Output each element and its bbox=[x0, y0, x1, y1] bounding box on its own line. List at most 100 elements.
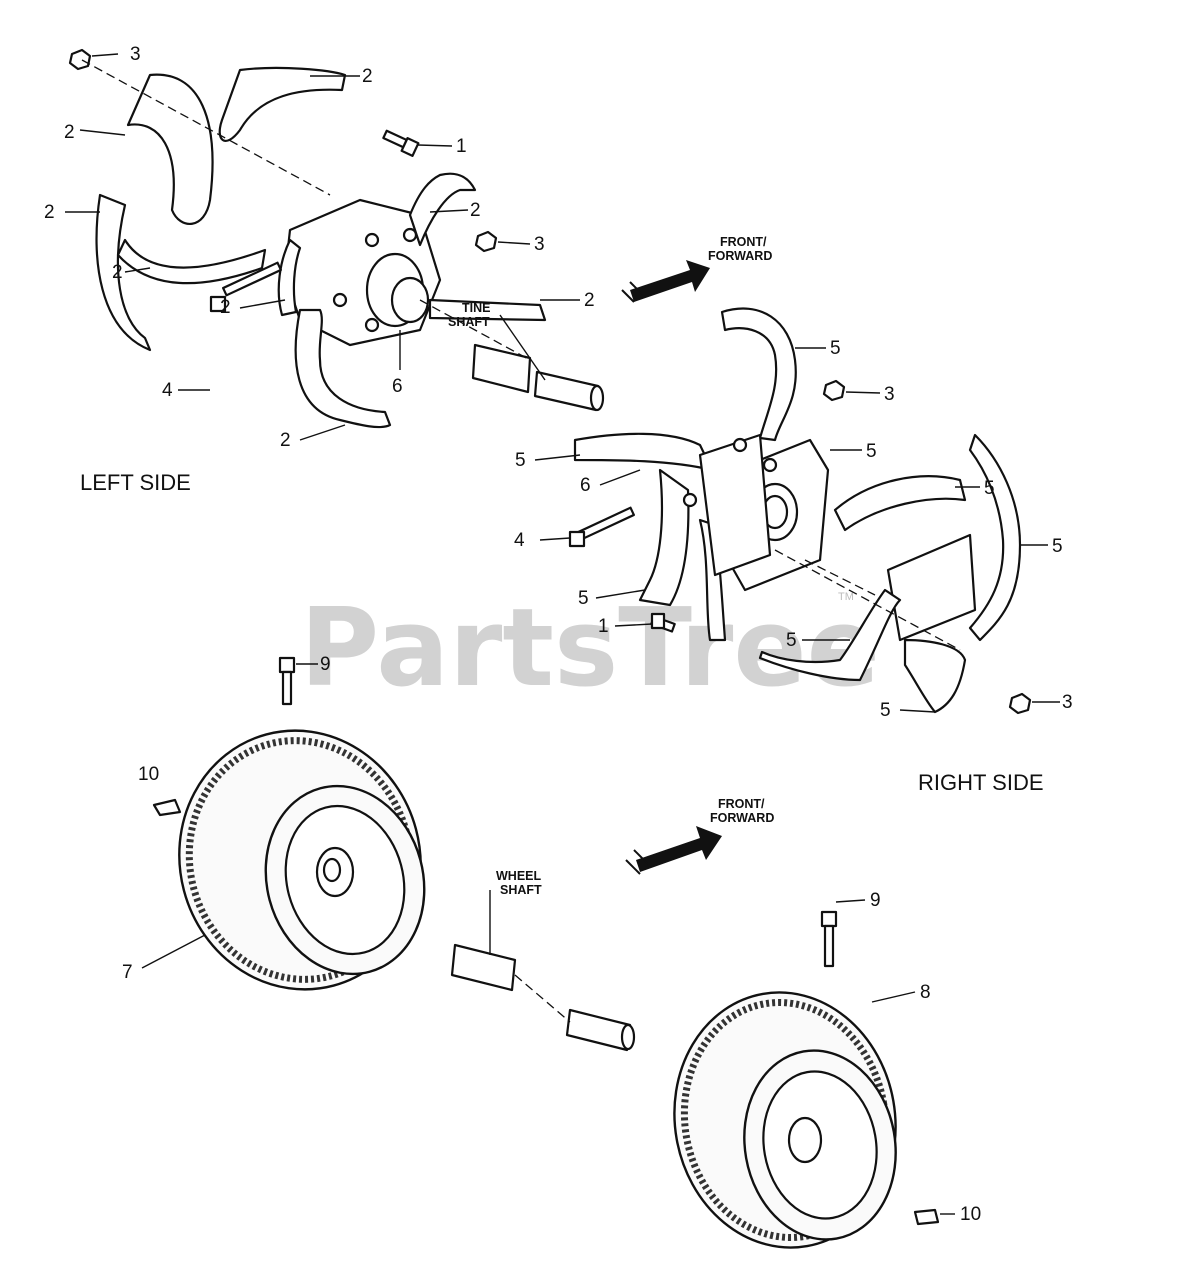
callout-1: 1 bbox=[456, 136, 467, 157]
callout-5: 5 bbox=[1052, 536, 1063, 557]
callout-5: 5 bbox=[866, 441, 877, 462]
callout-9: 9 bbox=[320, 654, 331, 675]
hub-bolt-hole bbox=[364, 232, 380, 248]
tine-shaft-label-1: TINE bbox=[462, 301, 490, 315]
callout-2: 2 bbox=[280, 430, 291, 451]
callout-8: 8 bbox=[920, 982, 931, 1003]
tine-2-inner-left bbox=[277, 238, 302, 317]
tine-5-left bbox=[573, 432, 714, 472]
wheel-shaft-label-2: SHAFT bbox=[500, 883, 542, 897]
callout-4: 4 bbox=[162, 380, 173, 401]
callout-10: 10 bbox=[960, 1204, 981, 1225]
callout-5: 5 bbox=[786, 630, 797, 651]
right-wheel-hub bbox=[787, 1116, 823, 1164]
arrow-hatch bbox=[633, 849, 649, 865]
tine-2-upper-left bbox=[126, 73, 214, 226]
arrow-icon bbox=[636, 826, 722, 872]
hub-bolt-hole bbox=[762, 457, 778, 473]
nut-3-top-left bbox=[68, 48, 92, 71]
callout-3: 3 bbox=[884, 384, 895, 405]
alignment-line bbox=[81, 59, 331, 196]
front-forward-arrow-upper bbox=[621, 260, 710, 303]
bolt-4-right bbox=[568, 506, 635, 548]
tine-shaft bbox=[471, 343, 605, 412]
callouts: 3 2 2 1 2 2 3 2 2 2 4 6 2 5 3 5 5 6 5 5 … bbox=[44, 44, 1073, 1225]
alignment-line bbox=[514, 974, 571, 1023]
left-side-label: LEFT SIDE bbox=[80, 470, 191, 495]
callout-2: 2 bbox=[64, 122, 75, 143]
alignment-line bbox=[419, 299, 531, 361]
left-tine-assembly bbox=[68, 48, 605, 429]
callout-5: 5 bbox=[578, 588, 589, 609]
wheel-shaft-label-1: WHEEL bbox=[496, 869, 542, 883]
bolt-1-right bbox=[650, 612, 676, 633]
nut-3-left-hub bbox=[474, 230, 498, 253]
left-hub-bore bbox=[390, 276, 430, 324]
front-forward-label-lower-2: FORWARD bbox=[710, 811, 774, 825]
tine-2-inner-top bbox=[408, 172, 477, 247]
callout-5: 5 bbox=[830, 338, 841, 359]
tine-5-plate bbox=[886, 533, 977, 642]
right-tine-assembly bbox=[568, 307, 1032, 715]
callout-10: 10 bbox=[138, 764, 159, 785]
clip-10-left bbox=[152, 798, 182, 817]
tine-shaft-label-2: SHAFT bbox=[448, 315, 490, 329]
tine-5-lower-left bbox=[638, 468, 690, 607]
tine-5-far-upper bbox=[833, 475, 967, 532]
front-forward-label-upper-2: FORWARD bbox=[708, 249, 772, 263]
callout-5: 5 bbox=[880, 700, 891, 721]
callout-7: 7 bbox=[122, 962, 133, 983]
arrow-icon bbox=[630, 260, 710, 302]
front-forward-label-upper-1: FRONT/ bbox=[720, 235, 767, 249]
wheel-pin-9-right bbox=[820, 910, 838, 968]
watermark: PartsTree bbox=[300, 586, 880, 711]
hub-bolt-hole bbox=[732, 437, 748, 453]
callout-5: 5 bbox=[984, 478, 995, 499]
right-wheel-8 bbox=[673, 991, 897, 1249]
clip-10-right bbox=[913, 1208, 940, 1226]
callout-3: 3 bbox=[1062, 692, 1073, 713]
bolt-1-left bbox=[382, 129, 420, 157]
wheel-pin-9-left bbox=[278, 656, 296, 706]
callout-3: 3 bbox=[130, 44, 141, 65]
hub-bolt-hole bbox=[364, 317, 380, 333]
callout-2: 2 bbox=[584, 290, 595, 311]
right-side-label: RIGHT SIDE bbox=[918, 770, 1044, 795]
tine-2-inner-bottom bbox=[294, 308, 392, 429]
callout-2: 2 bbox=[220, 297, 231, 318]
alignment-line bbox=[774, 549, 961, 651]
tine-2-lower bbox=[116, 238, 267, 285]
callout-3: 3 bbox=[534, 234, 545, 255]
front-forward-label-lower-1: FRONT/ bbox=[718, 797, 765, 811]
arrow-hatch bbox=[629, 281, 643, 295]
arrow-hatch bbox=[621, 289, 635, 303]
callout-5: 5 bbox=[515, 450, 526, 471]
watermark-trademark: TM bbox=[838, 591, 854, 603]
callout-2: 2 bbox=[112, 262, 123, 283]
nut-3-right-upper bbox=[822, 379, 846, 402]
callout-2: 2 bbox=[362, 66, 373, 87]
front-forward-arrow-lower bbox=[625, 826, 722, 875]
tine-2-upper-right bbox=[218, 66, 347, 142]
bolt-4-left bbox=[209, 261, 282, 313]
callout-9: 9 bbox=[870, 890, 881, 911]
tine-5-upper bbox=[720, 307, 797, 442]
tine-5-lower-front bbox=[758, 588, 902, 682]
left-wheel-7 bbox=[178, 729, 426, 991]
callout-2: 2 bbox=[44, 202, 55, 223]
leader-lines bbox=[65, 53, 1060, 1215]
arrow-hatch bbox=[625, 859, 641, 875]
nut-3-right-lower bbox=[1008, 692, 1032, 715]
tine-5-lower-back bbox=[903, 638, 967, 714]
callout-6: 6 bbox=[392, 376, 403, 397]
callout-2: 2 bbox=[470, 200, 481, 221]
hub-bolt-hole bbox=[332, 292, 348, 308]
callout-6: 6 bbox=[580, 475, 591, 496]
callout-4: 4 bbox=[514, 530, 525, 551]
callout-1: 1 bbox=[598, 616, 609, 637]
hub-bolt-hole bbox=[682, 492, 698, 508]
tine-2-inner-right bbox=[428, 298, 547, 322]
wheel-shaft bbox=[450, 943, 636, 1052]
tine-5-far-right bbox=[968, 433, 1022, 642]
